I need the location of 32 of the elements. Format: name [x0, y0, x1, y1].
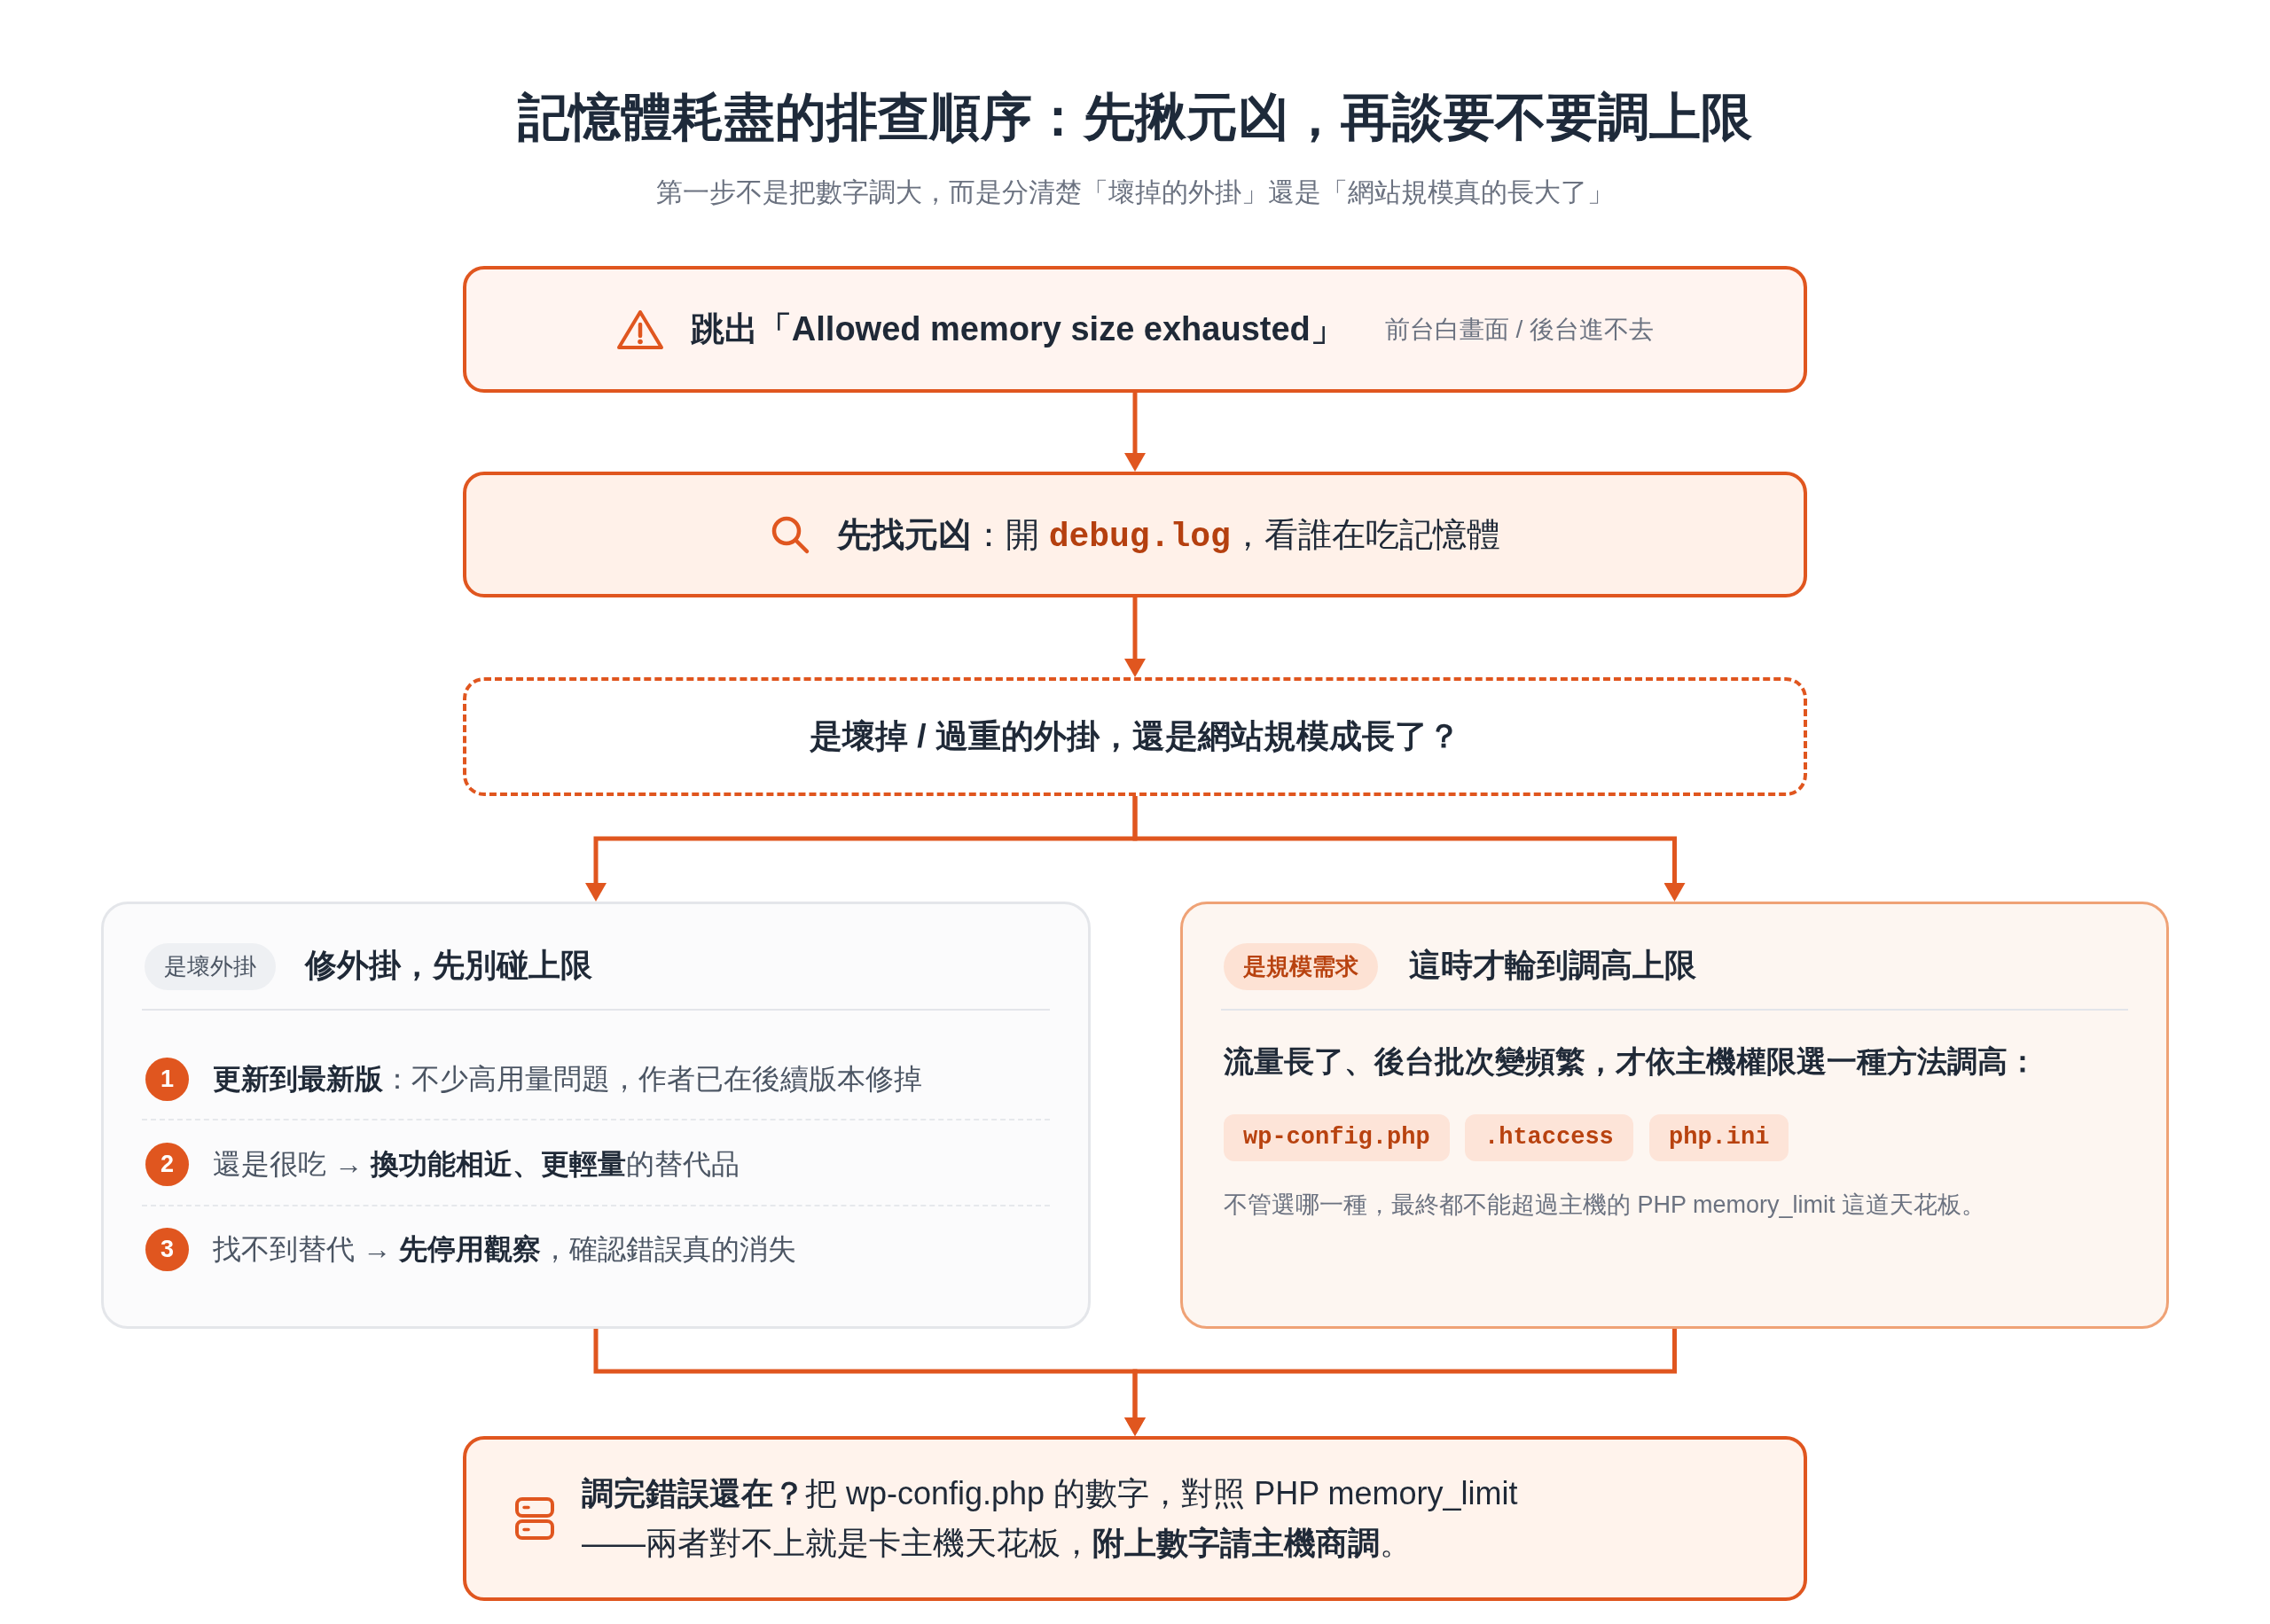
step-number: 3: [145, 1228, 189, 1271]
category-tag: 是規模需求: [1224, 943, 1378, 990]
filename-tag: wp-config.php: [1224, 1114, 1450, 1161]
filename-tag: php.ini: [1649, 1114, 1789, 1161]
filename-tag: .htaccess: [1465, 1114, 1633, 1161]
connector-arrow: [1124, 393, 1146, 472]
step-text: 先找元凶：開 debug.log，看誰在吃記憶體: [837, 514, 1500, 558]
step-text: 還是很吃 → 換功能相近、更輕量的替代品: [213, 1147, 740, 1182]
connector-arrow: [1124, 597, 1146, 677]
note-text: 不管選哪一種，最終都不能超過主機的 PHP memory_limit 這道天花板。: [1224, 1191, 1986, 1220]
note-text: 前台白畫面 / 後台進不去: [1384, 314, 1655, 345]
subtitle: 第一步不是把數字調大，而是分清楚「壞掉的外掛」還是「網站規模真的長大了」: [656, 176, 1614, 208]
category-tag: 是壞外掛: [145, 943, 276, 990]
step-text: 更新到最新版：不少高用量問題，作者已在後續版本修掉: [213, 1062, 922, 1097]
option-panel: [1180, 902, 2169, 1329]
error-message: 跳出「Allowed memory size exhausted」: [690, 309, 1344, 349]
step-number: 2: [145, 1143, 189, 1186]
panel-heading: 這時才輪到調高上限: [1409, 946, 1696, 985]
decision-box: [463, 677, 1807, 796]
step-text: 找不到替代 → 先停用觀察，確認錯誤真的消失: [213, 1232, 796, 1267]
option-panel: [101, 902, 1091, 1329]
alert-box: [463, 266, 1807, 393]
result-text: 調完錯誤還在？把 wp-config.php 的數字，對照 PHP memory_limit ——兩者對不上就是卡主機天花板，附上數字請主機商調。: [582, 1474, 1519, 1563]
process-box: [463, 472, 1807, 597]
question-text: 是壞掉 / 過重的外掛，還是網站規模成長了？: [810, 717, 1460, 756]
step-number: 1: [145, 1058, 189, 1101]
result-box: [463, 1436, 1807, 1601]
panel-heading: 修外掛，先別碰上限: [305, 946, 592, 985]
diagram-title: 記憶體耗盡的排查順序：先揪元凶，再談要不要調上限: [518, 87, 1752, 147]
lead-text: 流量長了、後台批次變頻繁，才依主機權限選一種方法調高：: [1224, 1043, 2038, 1080]
connector-arrow: [1124, 1329, 1677, 1436]
connector-arrow: [1132, 796, 1686, 902]
